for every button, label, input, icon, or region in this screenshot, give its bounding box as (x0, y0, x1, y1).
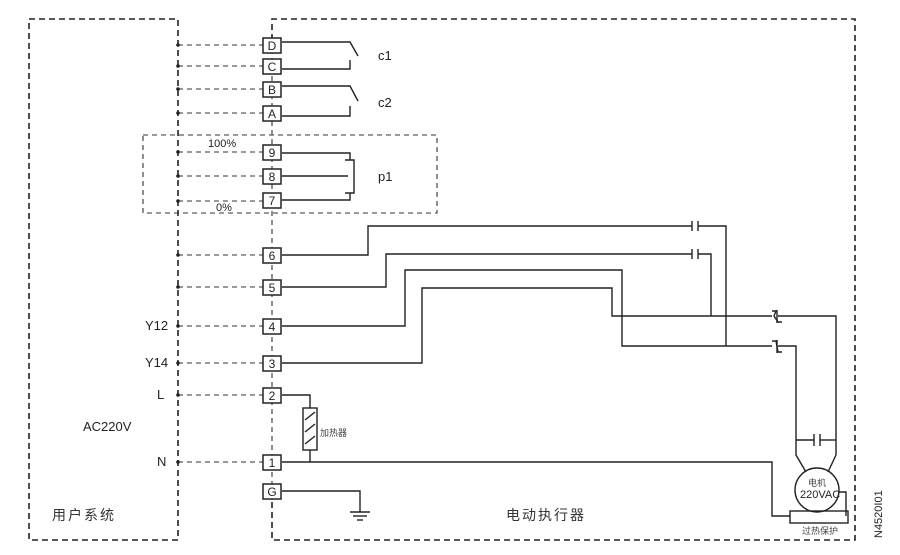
user-system-title: 用户系统 (52, 507, 116, 524)
motor-label-line1: 电机 (808, 477, 826, 489)
terminal-A: A (262, 105, 282, 122)
terminal-6: 6 (262, 247, 282, 264)
terminal-B: B (262, 81, 282, 98)
power-wiring (282, 394, 790, 521)
svg-text:1: 1 (269, 456, 276, 470)
supply-voltage-label: AC220V (83, 419, 132, 434)
motor-label-line2: 220VAC (800, 489, 840, 501)
terminal-block: D C B A 9 8 7 6 5 4 3 2 1 G (262, 37, 282, 500)
svg-text:9: 9 (269, 146, 276, 160)
terminal-D: D (262, 37, 282, 54)
svg-text:C: C (268, 60, 277, 74)
user-system-boundary (28, 18, 179, 541)
control-wiring (282, 221, 837, 473)
terminal-C: C (262, 58, 282, 75)
svg-text:G: G (267, 485, 276, 499)
terminal-9: 9 (262, 144, 282, 161)
potentiometer-min-label: 0% (216, 202, 232, 214)
terminal-3: 3 (262, 355, 282, 372)
neutral-n-label: N (157, 454, 166, 469)
switch-c1 (282, 41, 359, 70)
svg-text:A: A (268, 107, 276, 121)
terminal-G: G (262, 483, 282, 500)
thermal-protection-label: 过热保护 (802, 525, 838, 537)
svg-text:6: 6 (269, 249, 276, 263)
potentiometer-max-label: 100% (208, 138, 236, 150)
actuator-title: 电动执行器 (506, 508, 586, 524)
potentiometer-label: p1 (378, 169, 392, 184)
line-l-label: L (157, 387, 164, 402)
terminal-5: 5 (262, 279, 282, 296)
switch-c2 (282, 85, 359, 117)
terminal-4: 4 (262, 318, 282, 335)
svg-text:2: 2 (269, 389, 276, 403)
terminal-7: 7 (262, 192, 282, 209)
potentiometer-p1 (282, 152, 355, 201)
terminal-8: 8 (262, 168, 282, 185)
svg-text:3: 3 (269, 357, 276, 371)
drawing-code: N4520I01 (873, 490, 885, 538)
svg-text:7: 7 (269, 194, 276, 208)
svg-text:5: 5 (269, 281, 276, 295)
switch-c1-label: c1 (378, 48, 392, 63)
svg-text:4: 4 (269, 320, 276, 334)
svg-text:8: 8 (269, 170, 276, 184)
svg-text:D: D (268, 39, 277, 53)
y14-label: Y14 (145, 355, 168, 370)
terminal-1: 1 (262, 454, 282, 471)
actuator-boundary (271, 18, 856, 541)
svg-text:B: B (268, 83, 276, 97)
thermal-protection-block (789, 510, 849, 524)
motor (789, 467, 849, 524)
terminal-2: 2 (262, 387, 282, 404)
potentiometer-group-boundary (142, 134, 438, 214)
switch-c2-label: c2 (378, 95, 392, 110)
signal-links (176, 43, 263, 464)
y12-label: Y12 (145, 318, 168, 333)
heater-label: 加热器 (320, 427, 347, 439)
